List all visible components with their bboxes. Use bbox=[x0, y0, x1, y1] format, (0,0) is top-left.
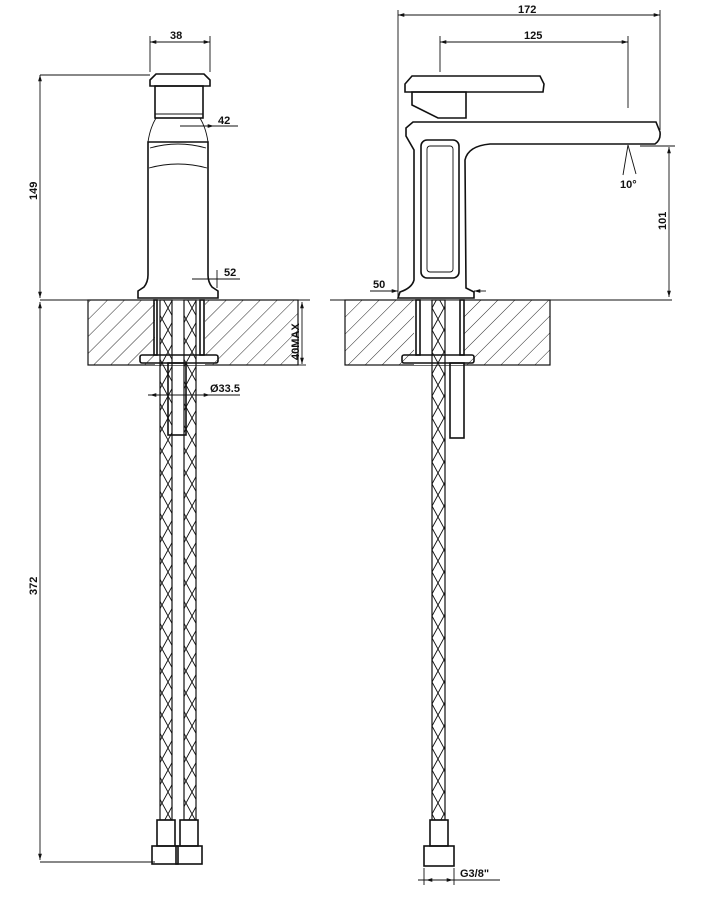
dim-handle-length: 125 bbox=[524, 30, 542, 42]
nut-right bbox=[175, 845, 203, 865]
hose-left bbox=[159, 299, 173, 821]
dim-thread: G3/8" bbox=[460, 868, 489, 880]
dim-hole-diameter: Ø33.5 bbox=[210, 383, 240, 395]
dim-handle-width: 38 bbox=[170, 30, 182, 42]
side-view: 172 125 10° 101 50 G3/8" bbox=[330, 4, 675, 885]
faucet-body-front bbox=[137, 141, 219, 299]
dim-hose-length: 372 bbox=[28, 577, 40, 595]
hose-side bbox=[431, 299, 446, 821]
faucet-body-side bbox=[396, 121, 661, 299]
dim-height-above-counter: 149 bbox=[28, 182, 40, 200]
dim-body-base: 52 bbox=[224, 267, 236, 279]
handle-cap-front bbox=[149, 73, 211, 87]
nut-side bbox=[423, 845, 455, 867]
nut-left bbox=[151, 845, 179, 865]
dim-counter-thickness: 40MAX bbox=[290, 323, 302, 360]
dim-base-side: 50 bbox=[373, 279, 385, 291]
dim-spout-height: 101 bbox=[657, 212, 669, 230]
front-view: 38 42 52 149 40MAX Ø33.5 372 bbox=[28, 30, 310, 865]
dim-total-depth: 172 bbox=[518, 4, 536, 16]
dim-spout-angle: 10° bbox=[620, 179, 637, 191]
handle-lever-side bbox=[404, 75, 545, 93]
dim-body-upper: 42 bbox=[218, 115, 230, 127]
